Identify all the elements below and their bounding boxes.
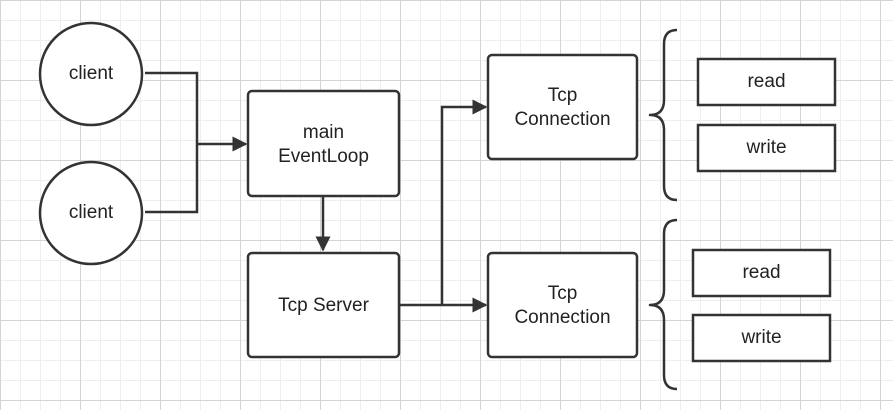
read-label-2: read bbox=[742, 262, 780, 283]
client-node-1: client bbox=[38, 21, 144, 127]
write-node-2: write bbox=[691, 313, 832, 363]
edge-client1-to-main-eventloop bbox=[145, 71, 199, 144]
write-label-2: write bbox=[740, 327, 781, 348]
tcp-server-node: Tcp Server bbox=[246, 251, 401, 359]
edges bbox=[145, 71, 488, 313]
arrow-to-tcp-connection-1 bbox=[440, 99, 488, 305]
read-label-1: read bbox=[747, 71, 785, 92]
main-eventloop-label-line-1: main bbox=[303, 122, 344, 143]
read-node-2: read bbox=[691, 248, 832, 298]
edge-client2-to-main-eventloop bbox=[145, 144, 199, 214]
write-node-1: write bbox=[696, 123, 837, 173]
tcp-connection-node-1: Tcp Connection bbox=[486, 53, 639, 161]
tcp-connection-node-2: Tcp Connection bbox=[486, 251, 639, 359]
write-label-1: write bbox=[745, 137, 786, 158]
client-label-1: client bbox=[69, 63, 114, 84]
tcp-connection-1-label-line-2: Connection bbox=[514, 109, 610, 130]
tcp-connection-2-label-line-2: Connection bbox=[514, 307, 610, 328]
main-eventloop-label-line-2: EventLoop bbox=[278, 146, 369, 167]
client-label-2: client bbox=[69, 202, 114, 223]
read-node-1: read bbox=[696, 57, 837, 107]
tcp-connection-1-label-line-1: Tcp bbox=[548, 85, 578, 106]
tcp-server-label: Tcp Server bbox=[278, 295, 369, 316]
brace-connection-1 bbox=[648, 28, 678, 202]
client-node-2: client bbox=[38, 160, 144, 266]
main-eventloop-node: main EventLoop bbox=[246, 89, 401, 198]
tcp-connection-2-label-line-1: Tcp bbox=[548, 283, 578, 304]
brace-connection-2 bbox=[648, 218, 678, 391]
